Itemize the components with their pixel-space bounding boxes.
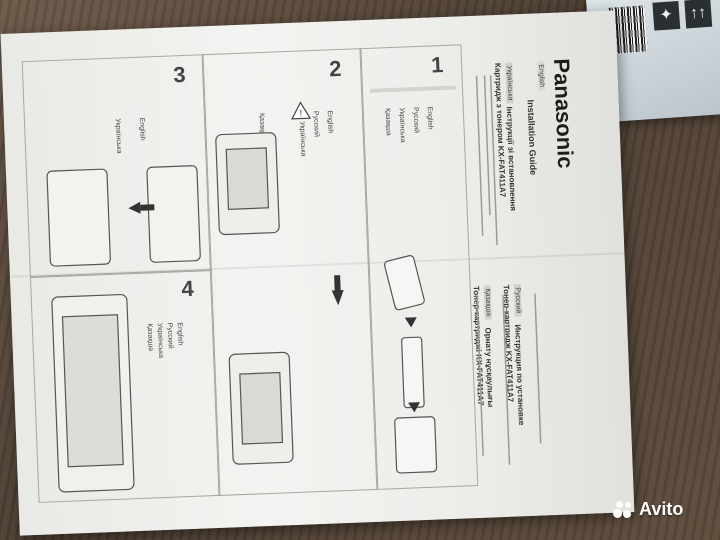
svg-text:!: ! <box>299 108 302 119</box>
step-3-panel: 3 English Українська <box>21 54 212 278</box>
header-column: Panasonic English Installation Guide Укр… <box>463 41 620 491</box>
step-2-panel: 2 ! English Русский Українська Қазақша <box>201 48 379 496</box>
avito-logo-icon <box>613 501 635 519</box>
step-2-illustration <box>215 132 344 465</box>
step-4-illustration <box>51 293 135 493</box>
step-3-illustration <box>46 165 201 267</box>
avito-watermark: Avito <box>613 499 683 520</box>
this-way-up-icon: ↑↑ <box>684 0 713 29</box>
step-4-panel: 4 English Русский Українська Қазақша <box>29 270 221 503</box>
instruction-sheet: Panasonic English Installation Guide Укр… <box>0 10 635 536</box>
avito-text: Avito <box>639 499 684 519</box>
warning-icon: ! <box>291 101 312 120</box>
header-body-text <box>475 75 542 465</box>
step-1-illustration <box>384 255 438 474</box>
step-1-panel: 1 English Русский Українська Қазақша <box>359 44 479 490</box>
fragile-symbol-icon: ✦ <box>652 0 681 31</box>
